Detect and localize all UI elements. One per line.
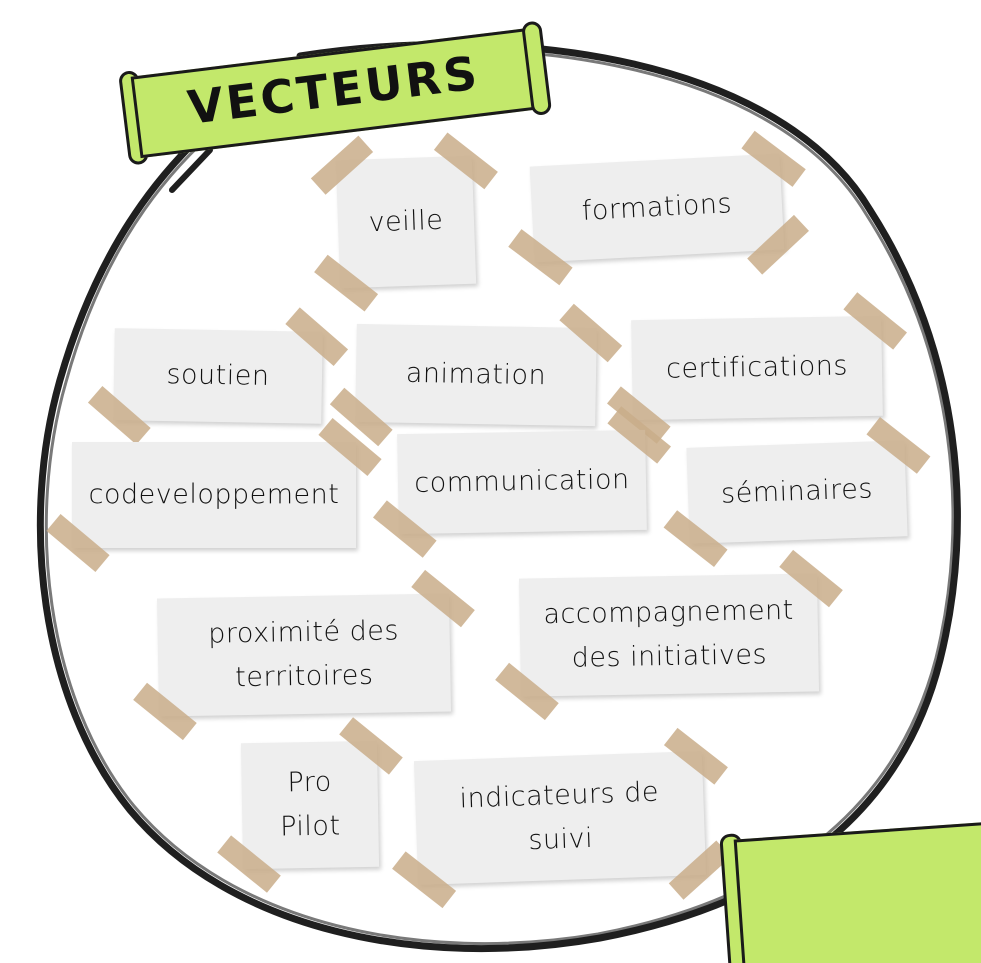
note-communication-text: communication: [414, 464, 630, 499]
note-animation-text: animation: [405, 357, 547, 392]
note-proximite-text: proximité des territoires: [207, 615, 400, 694]
note-certifications: certifications: [607, 292, 907, 444]
note-accompagnement-text: accompagnement des initiatives: [543, 594, 794, 674]
banner-title-text: VECTEURS: [184, 45, 483, 135]
corner-banner: [718, 802, 981, 963]
note-soutien: soutien: [87, 307, 349, 445]
note-veille-text: veille: [368, 204, 444, 239]
note-accompagnement: accompagnement des initiatives: [495, 549, 843, 721]
note-seminaires: séminaires: [663, 417, 931, 567]
note-indicateurs: indicateurs de suivi: [392, 727, 732, 909]
note-pro-pilot-text: Pro Pilot: [279, 766, 341, 843]
note-codeveloppement-text: codeveloppement: [88, 479, 340, 510]
note-communication: communication: [373, 406, 671, 558]
note-codeveloppement: codeveloppement: [46, 418, 382, 572]
note-proximite: proximité des territoires: [133, 569, 475, 741]
note-certifications-text: certifications: [665, 350, 849, 385]
note-indicateurs-text: indicateurs de suivi: [459, 776, 660, 857]
note-veille: veille: [310, 132, 498, 312]
note-soutien-text: soutien: [166, 359, 270, 392]
note-formations-text: formations: [581, 188, 733, 227]
note-animation: animation: [329, 303, 623, 447]
note-seminaires-text: séminaires: [720, 473, 874, 510]
note-pro-pilot: Pro Pilot: [217, 717, 403, 893]
note-formations: formations: [508, 130, 809, 286]
corner-banner-ribbon: [733, 819, 981, 963]
